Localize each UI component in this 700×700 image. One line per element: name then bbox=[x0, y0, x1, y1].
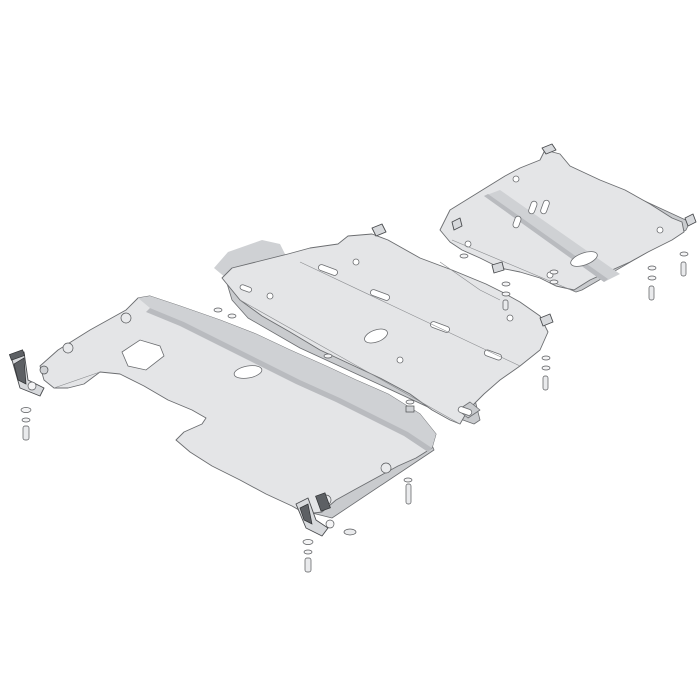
left-bracket-top bbox=[8, 349, 26, 361]
rear-plate-slot bbox=[528, 200, 538, 215]
right-bracket-bolt bbox=[343, 528, 357, 536]
middle-skid-plate bbox=[214, 223, 554, 425]
right-bracket-face bbox=[299, 503, 313, 525]
rear-plate-mount-hole bbox=[512, 175, 520, 183]
rear-skid-plate bbox=[439, 143, 697, 293]
right-bracket-washer bbox=[325, 519, 335, 529]
rear-plate-slot bbox=[512, 215, 522, 229]
fastener-stack bbox=[541, 355, 551, 391]
right-bracket-plate bbox=[315, 492, 331, 512]
front-plate-bolt-head bbox=[62, 342, 74, 354]
middle-plate-mount-hole bbox=[506, 314, 514, 322]
fastener-stack bbox=[679, 251, 689, 277]
right-mount-bracket bbox=[295, 492, 357, 537]
front-plate-band-edge bbox=[146, 308, 432, 452]
front-plate-cutout bbox=[121, 339, 165, 371]
fastener-stack bbox=[405, 399, 415, 413]
front-skid-plate bbox=[39, 295, 437, 519]
rear-plate-hole bbox=[570, 251, 598, 267]
fastener-stack bbox=[20, 407, 32, 441]
middle-plate-slot bbox=[239, 284, 253, 293]
rear-plate-tab bbox=[541, 143, 557, 155]
middle-plate-slot bbox=[318, 264, 338, 276]
left-bracket-face bbox=[13, 357, 27, 385]
rear-plate-tab bbox=[491, 261, 505, 274]
fastener-stack bbox=[302, 539, 314, 573]
rear-plate-mount-hole bbox=[656, 226, 664, 234]
middle-plate-tab bbox=[539, 313, 554, 327]
rear-plate-slot bbox=[540, 199, 550, 215]
left-bracket-bolt bbox=[27, 381, 37, 391]
fastener-stack bbox=[501, 281, 511, 311]
middle-plate-mount-hole bbox=[396, 356, 404, 364]
middle-plate-slot bbox=[457, 406, 473, 416]
middle-plate-crease bbox=[239, 299, 461, 425]
front-plate-bolt-head bbox=[120, 312, 132, 324]
rear-plate-tab bbox=[451, 217, 463, 231]
front-plate-hole bbox=[233, 365, 263, 379]
middle-plate-hole bbox=[364, 328, 388, 344]
middle-plate-mount-hole bbox=[352, 258, 360, 266]
left-mount-bracket bbox=[8, 349, 49, 397]
middle-plate-crease bbox=[439, 261, 501, 301]
fastener-stack bbox=[213, 253, 469, 359]
fastener-stack bbox=[549, 269, 559, 285]
rear-plate-tab bbox=[684, 213, 697, 227]
middle-plate-slot bbox=[483, 349, 503, 361]
middle-plate-mount-hole bbox=[266, 292, 274, 300]
middle-plate-crease bbox=[299, 261, 521, 367]
left-bracket-nut bbox=[39, 365, 49, 375]
middle-plate-slot bbox=[370, 289, 390, 301]
fastener-stack bbox=[403, 477, 413, 505]
fastener-stack bbox=[647, 265, 657, 301]
front-plate-bolt-head bbox=[380, 462, 392, 474]
rear-plate-body bbox=[439, 149, 685, 291]
middle-plate-body bbox=[221, 233, 549, 425]
front-plate-band bbox=[138, 296, 436, 448]
middle-plate-tab bbox=[371, 223, 387, 237]
front-plate-crease bbox=[53, 371, 101, 389]
